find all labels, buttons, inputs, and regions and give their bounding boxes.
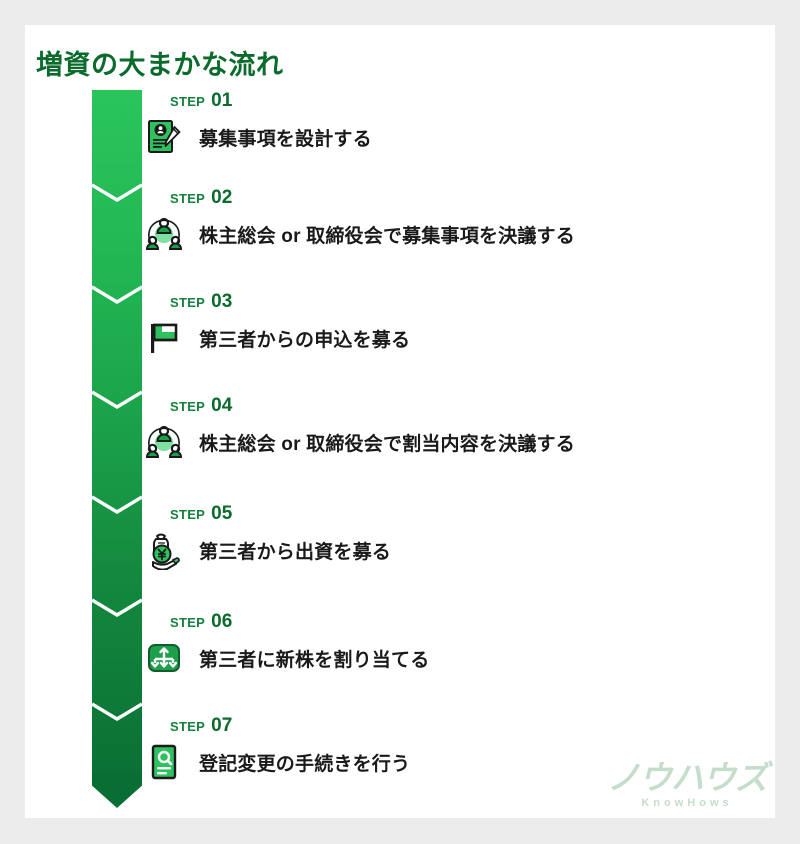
chevron-down-icon xyxy=(92,183,142,205)
money-bag-hand-icon xyxy=(142,528,186,572)
step-number: 02 xyxy=(211,187,233,208)
meeting-people-icon xyxy=(142,212,186,256)
logo-english-text: KnowHows xyxy=(641,797,733,809)
step-row-01: 募集事項を設計する xyxy=(142,113,372,161)
step-label-03: STEP 03 xyxy=(170,291,410,312)
chevron-down-icon xyxy=(92,702,142,724)
step-number: 04 xyxy=(211,395,233,416)
step-word: STEP xyxy=(170,615,206,630)
step-text: 第三者からの申込を募る xyxy=(199,329,411,351)
step-label-02: STEP 02 xyxy=(170,187,575,208)
step-row-03: 第三者からの申込を募る xyxy=(142,314,410,362)
step-item-07: STEP 07 登記変更の手続きを行う xyxy=(142,715,410,786)
step-number: 06 xyxy=(211,611,233,632)
meeting-people-icon xyxy=(142,420,186,464)
logo-japanese-text: ノウハウズ xyxy=(607,759,768,796)
step-item-05: STEP 05 第三者から出資を募る xyxy=(142,503,391,574)
step-word: STEP xyxy=(170,399,206,414)
flag-icon xyxy=(142,316,186,360)
step-label-07: STEP 07 xyxy=(170,715,410,736)
step-word: STEP xyxy=(170,94,206,109)
step-word: STEP xyxy=(170,295,206,310)
document-search-icon xyxy=(142,740,186,784)
step-item-06: STEP 06 第三者に新株を割り当てる xyxy=(142,611,429,682)
brand-logo: ノウハウズ KnowHows xyxy=(607,759,768,809)
step-number: 07 xyxy=(211,715,233,736)
step-item-03: STEP 03 第三者からの申込を募る xyxy=(142,291,410,362)
step-label-05: STEP 05 xyxy=(170,503,391,524)
page-title: 増資の大まかな流れ xyxy=(36,50,284,80)
step-number: 05 xyxy=(211,503,233,524)
infographic-card: 増資の大まかな流れ STEP 01 xyxy=(25,25,775,818)
chevron-down-icon xyxy=(92,390,142,412)
step-row-07: 登記変更の手続きを行う xyxy=(142,738,410,786)
step-word: STEP xyxy=(170,191,206,206)
step-progress-bar xyxy=(92,90,142,808)
step-text: 株主総会 or 取締役会で募集事項を決議する xyxy=(199,225,575,247)
step-number: 03 xyxy=(211,291,233,312)
step-row-06: 第三者に新株を割り当てる xyxy=(142,634,429,682)
chevron-down-icon xyxy=(92,495,142,517)
step-item-02: STEP 02 株主総会 or 取締役会で募集事項を決議する xyxy=(142,187,575,258)
step-number: 01 xyxy=(211,90,233,111)
step-text: 第三者に新株を割り当てる xyxy=(199,649,430,671)
step-item-01: STEP 01 募集事項を設計する xyxy=(142,90,372,161)
document-person-pencil-icon xyxy=(142,115,186,159)
step-item-04: STEP 04 株主総会 or 取締役会で割当内容を決議する xyxy=(142,395,575,466)
step-text: 株主総会 or 取締役会で割当内容を決議する xyxy=(199,433,575,455)
step-label-04: STEP 04 xyxy=(170,395,575,416)
step-text: 募集事項を設計する xyxy=(199,128,372,150)
distribute-share-icon xyxy=(142,636,186,680)
step-word: STEP xyxy=(170,719,206,734)
chevron-down-icon xyxy=(92,598,142,620)
step-text: 登記変更の手続きを行う xyxy=(199,753,411,775)
step-text: 第三者から出資を募る xyxy=(199,541,392,563)
step-row-04: 株主総会 or 取締役会で割当内容を決議する xyxy=(142,418,575,466)
arrow-tip xyxy=(92,773,142,808)
step-label-06: STEP 06 xyxy=(170,611,429,632)
step-label-01: STEP 01 xyxy=(170,90,372,111)
step-word: STEP xyxy=(170,507,206,522)
gradient-bar xyxy=(92,90,142,773)
chevron-down-icon xyxy=(92,285,142,307)
step-row-02: 株主総会 or 取締役会で募集事項を決議する xyxy=(142,210,575,258)
step-row-05: 第三者から出資を募る xyxy=(142,526,391,574)
